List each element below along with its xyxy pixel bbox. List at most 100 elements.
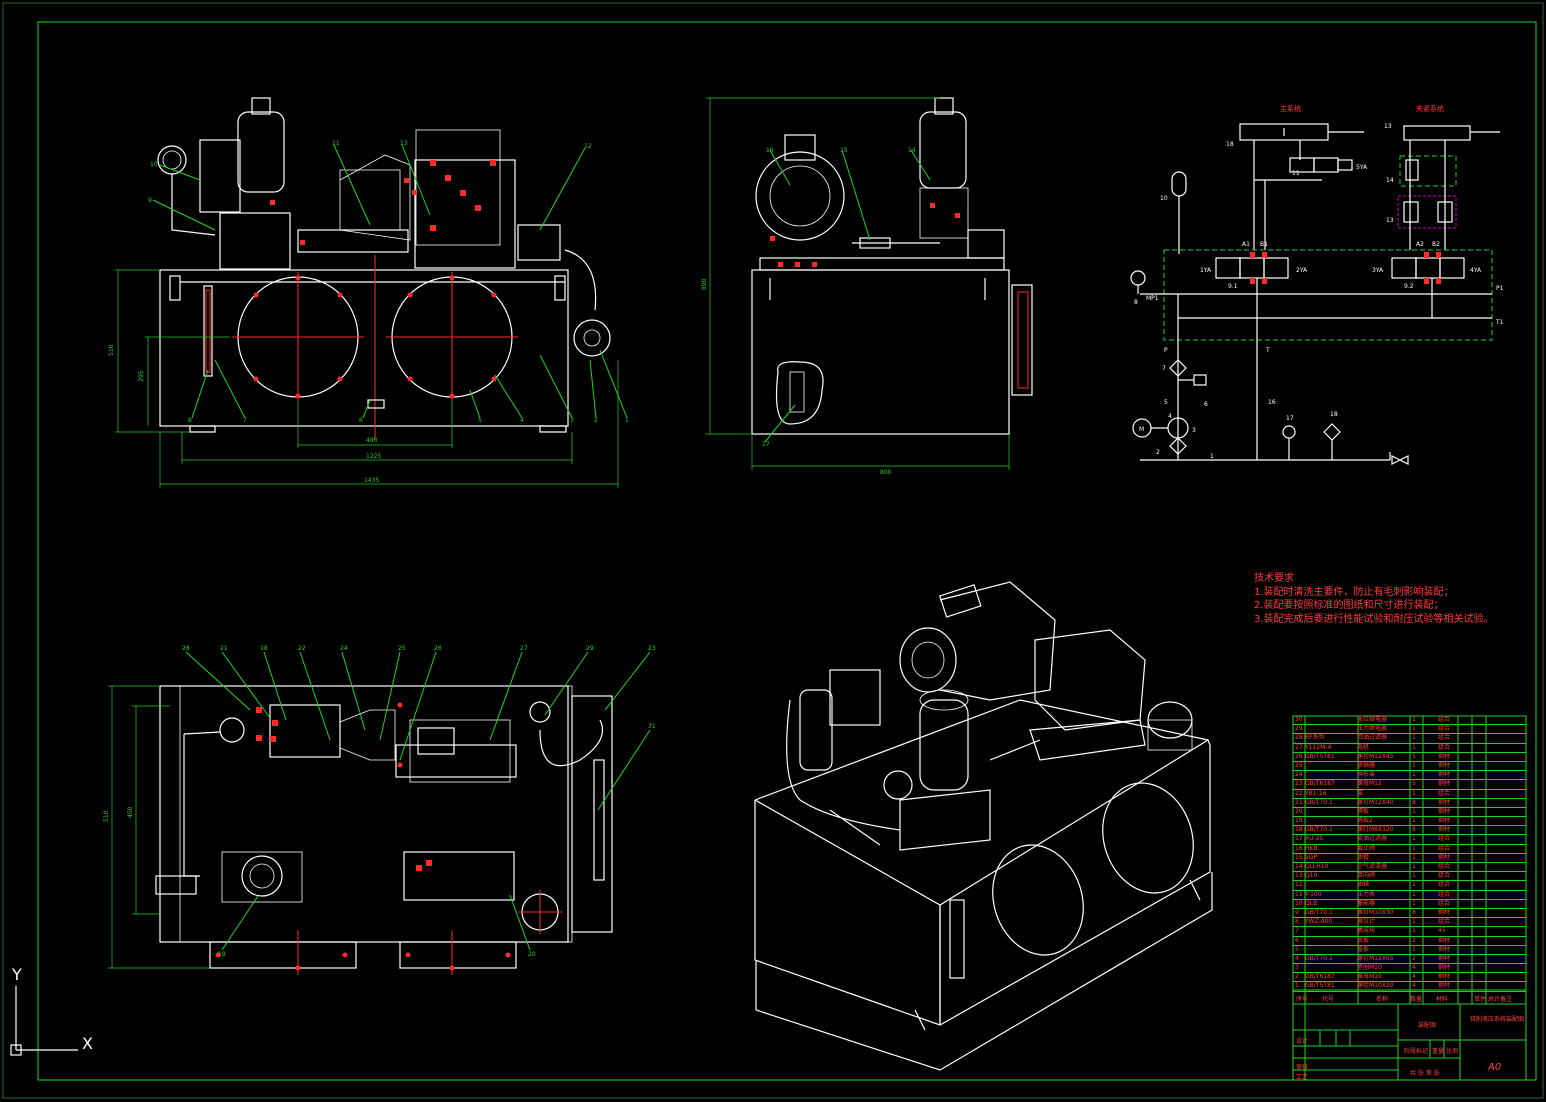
lbl-m: M: [1139, 426, 1144, 433]
svg-text:1: 1: [625, 417, 629, 424]
dim-side-height: 890: [701, 278, 708, 290]
tb-scale: A0: [1488, 1062, 1502, 1073]
bom-cell-mat: 组合: [1438, 872, 1451, 880]
bom-cell-code: GB/T70.1: [1305, 908, 1333, 916]
bom-cell-no: 7: [1295, 927, 1299, 935]
bom-cell-qty: 5: [1412, 752, 1416, 760]
bom-cell-qty: 1: [1412, 761, 1416, 769]
bom-cell-mat: 钢材: [1438, 752, 1451, 760]
svg-text:9: 9: [148, 197, 152, 204]
lbl-18b: 18: [1330, 411, 1338, 418]
bom-cell-mat: 组合: [1438, 844, 1451, 852]
bom-cell-no: 17: [1295, 835, 1303, 843]
bom-header-note: 备注: [1500, 996, 1513, 1003]
svg-text:18: 18: [260, 645, 268, 652]
bom-cell-mat: 钢材: [1438, 908, 1451, 916]
bom-cell-mat: 钢材: [1438, 853, 1451, 861]
bom-cell-mat: 钢材: [1438, 817, 1451, 825]
bom-cell-no: 3: [1295, 964, 1299, 972]
svg-text:19: 19: [218, 951, 226, 958]
bom-cell-code: RF系列: [1305, 734, 1325, 742]
title-block-lines: [1292, 715, 1527, 1081]
bom-cell-no: 24: [1295, 771, 1303, 779]
svg-text:20: 20: [528, 951, 536, 958]
bom-cell-qty: 1: [1412, 918, 1416, 926]
bom-cell-no: 26: [1295, 752, 1303, 760]
bom-cell-qty: 4: [1412, 982, 1416, 990]
dim-front-height2: 295: [138, 370, 145, 382]
bom-cell-no: 27: [1295, 743, 1303, 751]
lbl-10: 10: [1160, 195, 1168, 202]
bom-cell-code: GB/T5781: [1305, 982, 1335, 990]
bom-cell-name: 回油过滤器: [1357, 734, 1388, 742]
bom-cell-no: 10: [1295, 899, 1303, 907]
bom-cell-qty: 8: [1412, 798, 1416, 806]
bom-cell-qty: 1: [1412, 899, 1416, 907]
bom-cell-qty: 5: [1412, 780, 1416, 788]
lbl-b1: B1: [1260, 241, 1268, 248]
svg-text:23: 23: [648, 645, 656, 652]
lbl-14: 14: [1386, 177, 1394, 184]
bom-cell-code: Y-100: [1305, 890, 1322, 898]
svg-text:4: 4: [520, 417, 524, 424]
bom-cell-name: 螺母M12: [1357, 780, 1382, 788]
bom-cell-no: 25: [1295, 761, 1303, 769]
bom-cell-qty: 1: [1412, 734, 1416, 742]
bom-cell-mat: 45: [1438, 927, 1446, 935]
bom-cell-qty: 1: [1412, 807, 1416, 815]
svg-text:15: 15: [840, 147, 848, 154]
lbl-t: T: [1265, 347, 1270, 354]
bom-cell-name: 液位继电器: [1357, 716, 1388, 723]
lbl-7: 7: [1162, 365, 1166, 372]
bom-cell-mat: 钢材: [1438, 771, 1451, 779]
bom-cell-qty: 2: [1412, 954, 1416, 962]
tech-req-title: 技术要求: [1254, 573, 1294, 584]
bom-cell-name: 隔板: [1357, 807, 1370, 815]
lbl-18: 18: [1226, 141, 1234, 148]
bom-cell-mat: 钢材: [1438, 780, 1451, 788]
bom-cell-no: 15: [1295, 853, 1303, 861]
bom-cell-name: 钟形罩: [1357, 771, 1376, 779]
part-name: 装配图: [1418, 1022, 1437, 1029]
bom-cell-code: GB/T6187: [1305, 973, 1335, 981]
bom-cell-qty: 1: [1412, 890, 1416, 898]
dim-side-width: 800: [880, 469, 892, 476]
tb-design: 设计: [1296, 1038, 1309, 1045]
dim-front-total: 1435: [364, 477, 379, 484]
bom-header-code: 代号: [1322, 996, 1335, 1003]
ucs-x-label: X: [82, 1034, 93, 1053]
lbl-3: 3: [1192, 427, 1196, 434]
bom-cell-qty: 8: [1412, 826, 1416, 834]
bom-cell-mat: 组合: [1438, 863, 1451, 870]
bom-cell-name: 联轴器: [1357, 761, 1376, 769]
bom-cell-no: 29: [1295, 725, 1303, 733]
bom-cell-mat: 组合: [1438, 734, 1451, 742]
bom-cell-qty: 1: [1412, 789, 1416, 797]
bom-cell-no: 20: [1295, 807, 1303, 815]
bom-cell-name: 截止阀: [1357, 844, 1376, 852]
bom-cell-name: 螺母M10: [1357, 973, 1382, 981]
svg-text:24: 24: [340, 645, 348, 652]
dim-front-center: 480: [366, 437, 378, 444]
lbl-6: 6: [1204, 401, 1208, 408]
bom-cell-name: 吸油过滤器: [1357, 835, 1388, 843]
bom-cell-code: GB/T70.1: [1305, 798, 1333, 806]
tech-req-item: 2.装配要按照标准的图纸和尺寸进行装配；: [1254, 600, 1444, 611]
svg-text:7: 7: [243, 417, 247, 424]
lbl-17: 17: [1286, 415, 1294, 422]
bom-cell-qty: 8: [1412, 908, 1416, 916]
bom-cell-code: XU-25: [1305, 835, 1324, 843]
